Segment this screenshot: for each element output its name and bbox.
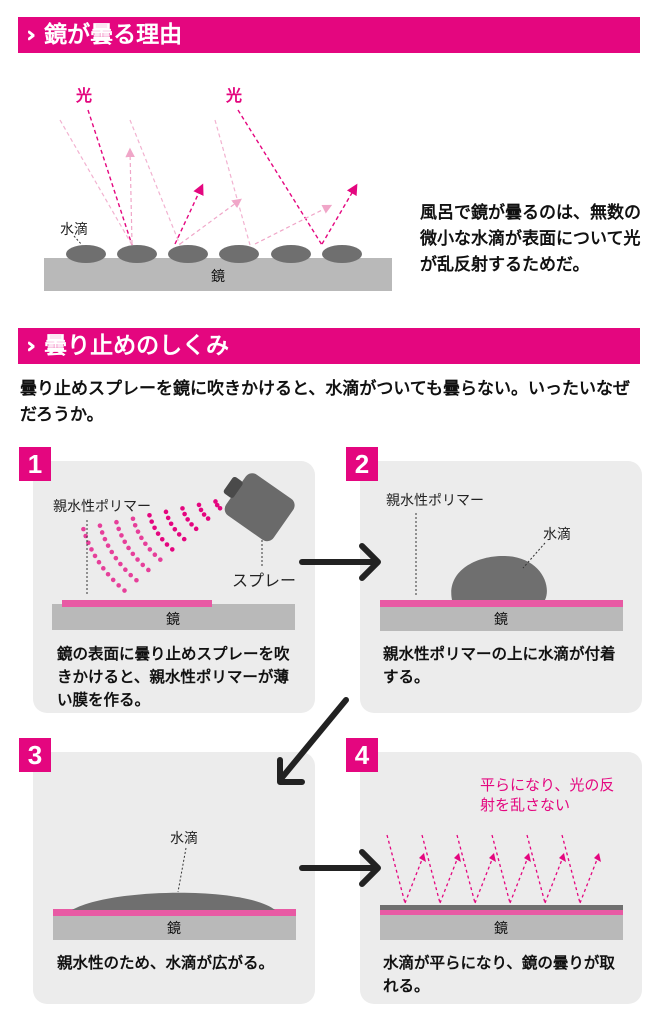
step-number-2: 2 (346, 447, 378, 481)
step-panel-3 (33, 752, 315, 1004)
drop-label-step-3: 水滴 (170, 831, 198, 847)
mirror-label-step-2: 鏡 (494, 612, 508, 628)
polymer-label-step-1: 親水性ポリマー (53, 499, 151, 515)
caption-step-4: 水滴が平らになり、鏡の曇りが取れる。 (383, 954, 615, 995)
drop-label-step-2: 水滴 (543, 527, 571, 543)
mirror-label: 鏡 (211, 269, 225, 285)
scattered-light-rays (125, 147, 333, 245)
fog-cause-diagram (44, 109, 392, 291)
step-number-1: 1 (19, 447, 51, 481)
caption-step-3: 親水性のため、水滴が広がる。 (57, 954, 275, 972)
note-step-4: 平らになり、光の反射を乱さない (480, 776, 615, 814)
antifog-intro: 曇り止めスプレーを鏡に吹きかけると、水滴がついても曇らない。いったいなぜだろうか… (20, 379, 630, 425)
fog-cause-explanation: 風呂で鏡が曇るのは、無数の微小な水滴が表面について光が乱反射するためだ。 (420, 203, 641, 275)
mirror (44, 258, 392, 291)
light-label-left: 光 (76, 86, 93, 105)
water-drops (66, 245, 362, 263)
caption-step-1: 鏡の表面に曇り止めスプレーを吹きかけると、親水性ポリマーが薄い膜を作る。 (57, 645, 290, 709)
caption-step-2: 親水性ポリマーの上に水滴が付着する。 (383, 645, 616, 686)
light-label-right: 光 (226, 86, 243, 105)
mirror-label-step-3: 鏡 (167, 921, 181, 937)
mirror-label-step-1: 鏡 (166, 612, 180, 628)
incoming-light-rays (87, 109, 323, 246)
section-heading-antifog-mechanism: ›› 曇り止めのしくみ (18, 328, 640, 364)
section-heading-fog-cause: ›› 鏡が曇る理由 (18, 17, 640, 53)
mirror-label-step-4: 鏡 (494, 921, 508, 937)
double-chevron-icon: ›› (26, 334, 37, 359)
polymer-label-step-2: 親水性ポリマー (386, 493, 484, 509)
water-drop-label: 水滴 (60, 222, 88, 238)
step-number-3: 3 (19, 738, 51, 772)
spray-label: スプレー (232, 571, 297, 590)
faint-light-rays (59, 119, 251, 246)
step-number-4: 4 (346, 738, 378, 772)
reflected-light-rays (174, 183, 358, 245)
